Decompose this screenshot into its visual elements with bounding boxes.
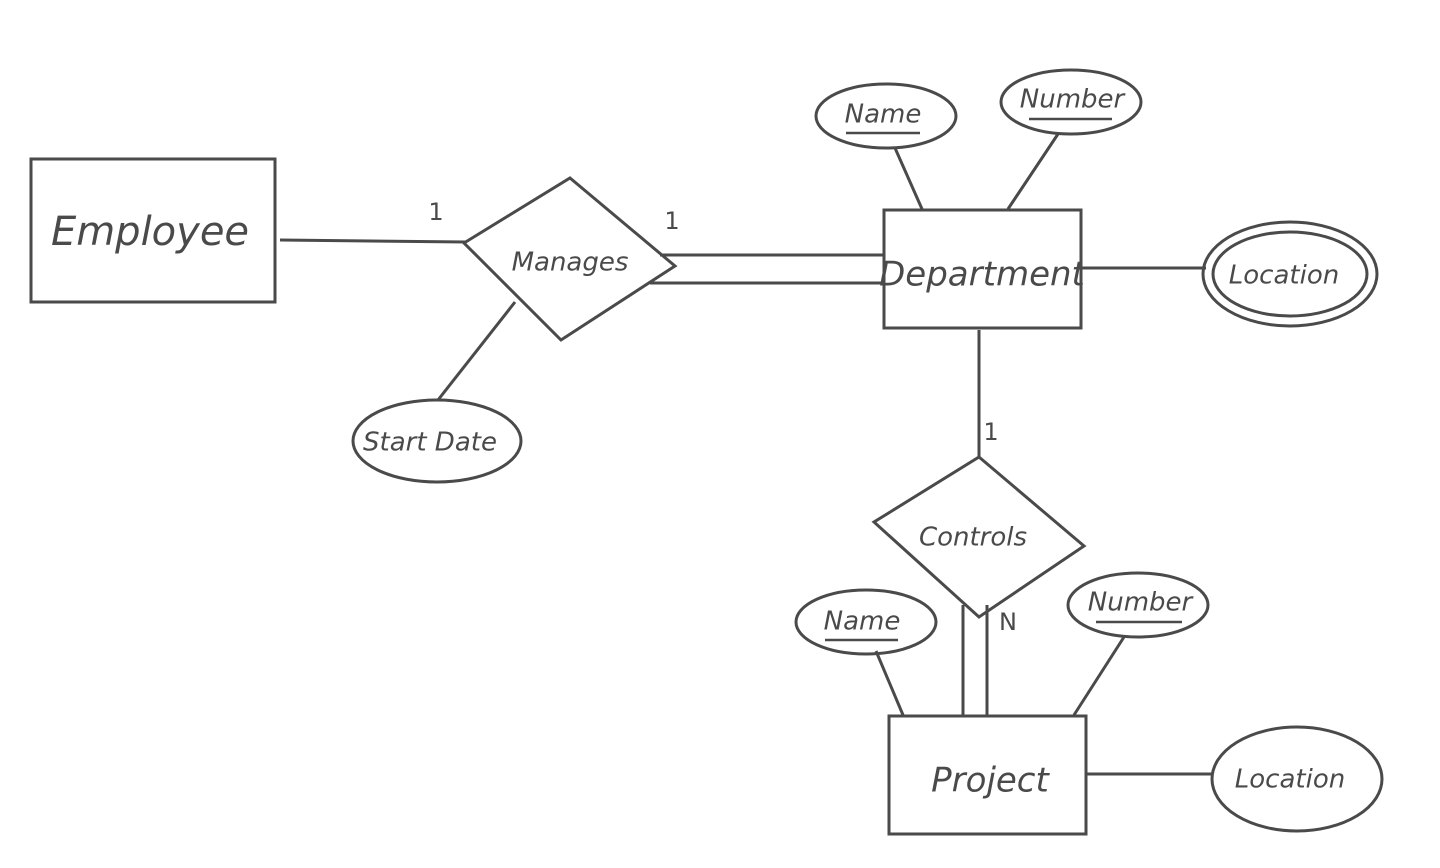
attribute-dept-location-label: Location	[1229, 261, 1339, 291]
entity-project-label: Project	[931, 761, 1050, 801]
line-dept-number	[1006, 133, 1060, 210]
attribute-proj-name[interactable]	[794, 588, 938, 656]
attribute-proj-location[interactable]	[1210, 725, 1384, 833]
cardinality-controls-project: N	[999, 608, 1017, 636]
attribute-dept-number[interactable]	[999, 68, 1143, 136]
cardinality-manages-department: 1	[664, 207, 679, 235]
cardinality-manages-employee: 1	[428, 198, 443, 226]
entity-project[interactable]	[887, 714, 1088, 836]
entity-employee[interactable]	[29, 157, 277, 304]
attribute-start-date[interactable]	[351, 398, 523, 484]
relationship-controls-label: Controls	[919, 523, 1027, 553]
attribute-dept-number-label: Number	[1020, 85, 1127, 115]
attribute-proj-number-label: Number	[1088, 588, 1195, 618]
relationship-controls[interactable]	[871, 455, 1087, 619]
line-proj-name	[874, 650, 905, 716]
entity-employee-label: Employee	[51, 209, 249, 255]
line-proj-number	[1072, 636, 1126, 716]
attribute-proj-number[interactable]	[1066, 571, 1210, 639]
attribute-dept-location-inner	[1211, 230, 1369, 318]
line-employee-manages	[279, 238, 467, 244]
attribute-dept-location-outer[interactable]	[1201, 220, 1379, 328]
relationship-manages-label: Manages	[512, 248, 629, 278]
entity-department[interactable]	[882, 208, 1083, 330]
entity-department-label: Department	[879, 255, 1086, 295]
attribute-dept-name[interactable]	[814, 82, 958, 150]
relationship-manages[interactable]	[461, 176, 678, 342]
attribute-proj-name-label: Name	[824, 607, 901, 637]
attribute-proj-location-label: Location	[1235, 765, 1345, 795]
line-dept-name	[893, 147, 924, 210]
attribute-dept-name-label: Name	[845, 100, 922, 130]
cardinality-controls-department: 1	[983, 418, 998, 446]
attribute-start-date-label: Start Date	[363, 428, 497, 458]
line-manages-startdate	[436, 301, 517, 401]
